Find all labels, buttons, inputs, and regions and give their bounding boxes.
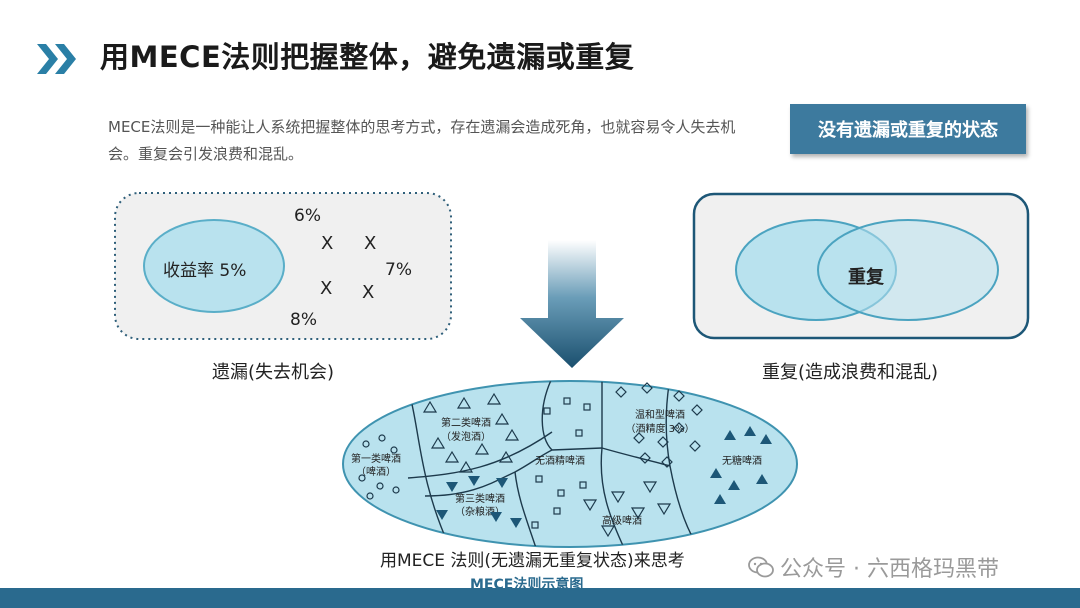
- x-mark: X: [362, 282, 375, 303]
- region-label: 第二类啤酒: [441, 416, 491, 429]
- duplication-caption: 重复(造成浪费和混乱): [762, 362, 939, 383]
- region-sublabel: （发泡酒）: [441, 430, 491, 443]
- region-label: 第三类啤酒: [455, 492, 505, 505]
- overlap-label: 重复: [848, 267, 884, 288]
- duplication-panel: [692, 192, 1030, 340]
- value-label-8: 8%: [290, 310, 317, 330]
- mece-diagram: 第一类啤酒 （啤酒） 第二类啤酒 （发泡酒） 无酒精啤酒 温和型啤酒 （酒精度 …: [342, 380, 798, 548]
- double-chevron-right-icon: [37, 44, 76, 74]
- yield-rate-label: 收益率 5%: [163, 261, 247, 281]
- state-box: 没有遗漏或重复的状态: [790, 104, 1026, 154]
- region-label: 温和型啤酒: [635, 408, 685, 421]
- region-label: 无酒精啤酒: [535, 454, 585, 467]
- page-title: 用MECE法则把握整体，避免遗漏或重复: [100, 40, 635, 74]
- region-sublabel: （啤酒）: [356, 466, 396, 478]
- value-label-7: 7%: [385, 260, 412, 280]
- description-text: MECE法则是一种能让人系统把握整体的思考方式，存在遗漏会造成死角，也就容易令人…: [108, 118, 736, 163]
- watermark-text: 公众号 · 六西格玛黑带: [780, 557, 999, 582]
- value-label-6: 6%: [294, 206, 321, 226]
- x-mark: X: [321, 233, 334, 254]
- omission-caption: 遗漏(失去机会): [212, 362, 335, 383]
- x-mark: X: [320, 278, 333, 299]
- x-mark: X: [364, 233, 377, 254]
- mece-caption: 用MECE 法则(无遗漏无重复状态)来思考: [380, 551, 685, 571]
- watermark: 公众号 · 六西格玛黑带: [748, 551, 999, 583]
- omission-panel: [114, 192, 452, 340]
- region-label: 高级啤酒: [602, 514, 642, 527]
- footer-title: MECE法则示意图: [470, 577, 584, 593]
- region-label: 第一类啤酒: [351, 452, 401, 465]
- down-arrow-icon: [520, 240, 624, 368]
- region-label: 无糖啤酒: [722, 454, 762, 467]
- wechat-icon: [748, 556, 774, 578]
- bottom-bar: [0, 588, 1080, 608]
